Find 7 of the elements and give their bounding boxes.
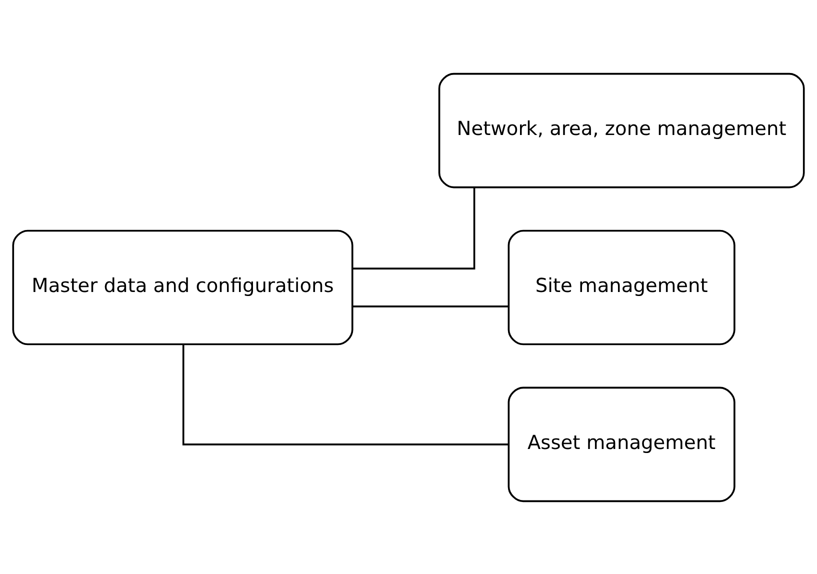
- node-box: Asset management: [508, 386, 736, 502]
- node-box: Master data and configurations: [12, 229, 354, 345]
- node-box: Site management: [508, 229, 736, 345]
- connector: [352, 187, 476, 269]
- connector: [182, 344, 508, 445]
- connector: [352, 305, 509, 307]
- node-box: Network, area, zone management: [438, 72, 805, 188]
